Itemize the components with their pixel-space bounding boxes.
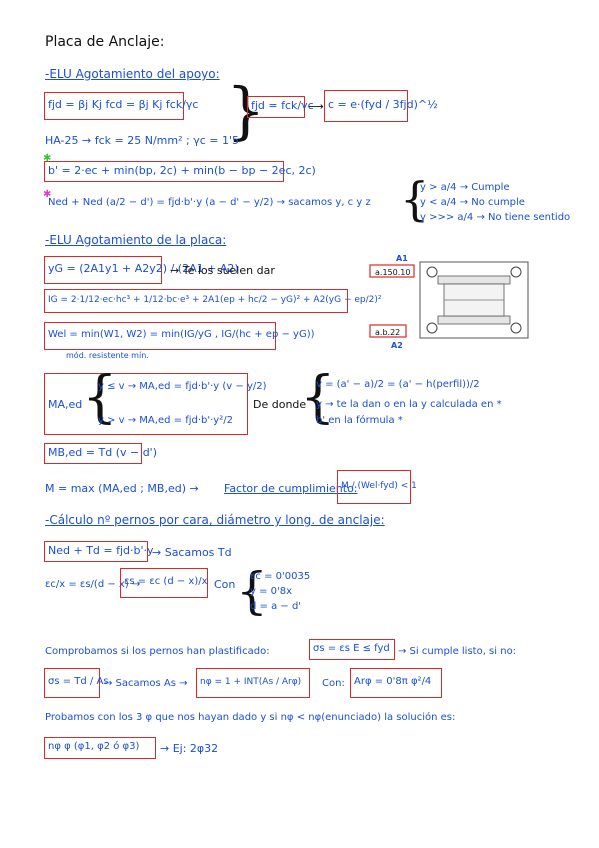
si-cumple-text: → Si cumple listo, si no: bbox=[398, 646, 517, 657]
diagram-bottom-label: a.b.22 bbox=[375, 328, 401, 337]
example-solution: → Ej: 2φ32 bbox=[160, 742, 219, 755]
definition-b: b' en la fórmula * bbox=[316, 415, 403, 426]
green-star-icon: ✱ bbox=[43, 153, 52, 164]
definition-v: v = (a' − a)/2 = (a' − h(perfil))/2 bbox=[316, 379, 480, 390]
condition-sin-sentido: y >>> a/4 → No tiene sentido bbox=[420, 212, 571, 223]
section-heading-apoyo: -ELU Agotamiento del apoyo: bbox=[45, 67, 220, 81]
diagram-a2-label: A2 bbox=[391, 341, 403, 350]
section-heading-placa: -ELU Agotamiento de la placa: bbox=[45, 233, 227, 247]
con-label: Con bbox=[214, 578, 236, 591]
yg-note: → Te los suelen dar bbox=[170, 264, 275, 277]
formula-solution: nφ φ (φ1, φ2 ó φ3) bbox=[44, 737, 156, 759]
wel-note: mód. resistente mín. bbox=[66, 351, 149, 360]
pink-star-icon: ✱ bbox=[43, 189, 52, 200]
brace-icon: { bbox=[82, 365, 118, 430]
sacamos-as: → Sacamos As → bbox=[104, 678, 188, 689]
brace-icon: { bbox=[236, 562, 268, 620]
moment-label: MA,ed bbox=[48, 398, 83, 411]
formula-ig: IG = 2·1/12·ec·hc³ + 1/12·bc·e³ + 2A1(ep… bbox=[44, 289, 382, 313]
condition-no-cumple: y < a/4 → No cumple bbox=[420, 197, 525, 208]
diagram-a1-label: A1 bbox=[396, 254, 408, 263]
formula-es: εs = εc (d − x)/x bbox=[120, 568, 208, 598]
comprobamos-text: Comprobamos si los pernos han plastifica… bbox=[45, 646, 270, 657]
formula-strain-ratio: εc/x = εs/(d − x) → bbox=[45, 579, 141, 590]
formula-wel: Wel = min(W1, W2) = min(IG/yG , IG/(hc +… bbox=[44, 322, 315, 350]
factor-cumplimiento-label: Factor de cumplimiento: bbox=[224, 482, 358, 495]
de-donde-label: De donde bbox=[253, 398, 307, 411]
formula-b-prime: b' = 2·ec + min(bp, 2c) + min(b − bp − 2… bbox=[44, 161, 316, 182]
page-title: Placa de Anclaje: bbox=[45, 34, 165, 50]
formula-factor: M / (Wel·fyd) < 1 bbox=[337, 470, 417, 504]
constant-y: y = 0'8x bbox=[250, 586, 293, 597]
formula-fjd: fjd = βj Kj fcd = βj Kj fck/γc bbox=[44, 92, 198, 120]
formula-mb: MB,ed = Td (v − d') bbox=[44, 443, 157, 464]
formula-ned-td: Ned + Td = fjd·b'·y bbox=[44, 541, 154, 562]
formula-c: c = e·(fyd / 3fjd)^½ bbox=[324, 90, 438, 122]
formula-yg: yG = (2A1y1 + A2y2) / (2A1 + A2) bbox=[44, 256, 239, 284]
brace-icon: { bbox=[300, 365, 336, 430]
formula-fjd-simple: fjd = fck/γc bbox=[247, 96, 314, 118]
plate-diagram bbox=[366, 252, 532, 348]
moment-case-2: y > v → MA,ed = fjd·b'·y²/2 bbox=[98, 415, 233, 426]
con-colon-label: Con: bbox=[322, 678, 345, 689]
definition-y: y → te la dan o en la y calculada en * bbox=[316, 399, 502, 410]
probamos-text: Probamos con los 3 φ que nos hayan dado … bbox=[45, 712, 456, 723]
moment-box bbox=[44, 373, 248, 435]
sacamos-td: → Sacamos Td bbox=[152, 546, 232, 559]
condition-cumple: y > a/4 → Cumple bbox=[420, 182, 510, 193]
formula-n-pernos: nφ = 1 + INT(As / Arφ) bbox=[196, 668, 310, 698]
section-heading-pernos: -Cálculo nº pernos por cara, diámetro y … bbox=[45, 513, 385, 527]
constant-d: d = a − d' bbox=[250, 601, 302, 612]
brace-icon: } bbox=[226, 74, 266, 147]
arrow-icon: ⟶ bbox=[308, 100, 324, 113]
formula-sigma-check: σs = εs E ≤ fyd bbox=[309, 639, 395, 660]
formula-sigma-s: σs = Td / As bbox=[44, 668, 109, 698]
moment-case-1: y ≤ v → MA,ed = fjd·b'·y (v − y/2) bbox=[98, 381, 267, 392]
formula-ned: Ned + Ned (a/2 − d') = fjd·b'·y (a − d' … bbox=[48, 197, 371, 208]
formula-area-perno: Arφ = 0'8π φ²/4 bbox=[350, 668, 442, 698]
diagram-top-label: a.150.10 bbox=[375, 268, 411, 277]
constant-ec: εc = 0'0035 bbox=[250, 571, 311, 582]
concrete-spec: HA-25 → fck = 25 N/mm² ; γc = 1'5 bbox=[45, 134, 239, 147]
brace-icon: { bbox=[400, 172, 430, 226]
formula-m-max: M = max (MA,ed ; MB,ed) → bbox=[45, 482, 199, 495]
